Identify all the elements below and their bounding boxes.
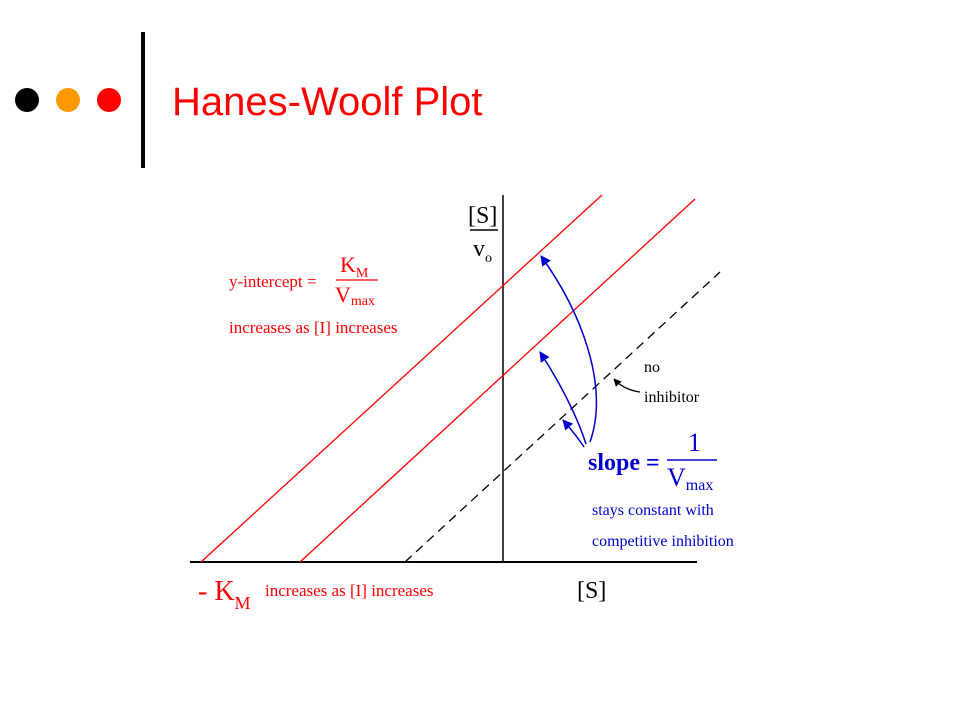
orange-bullet-dot [56,88,80,112]
slope-note-line2: competitive inhibition [592,533,734,550]
slope-numerator: 1 [688,428,701,457]
no-inhibitor-line [404,271,721,563]
y-intercept-label: y-intercept = [229,272,316,291]
red-bullet-dot [97,88,121,112]
title-divider [141,32,145,168]
y-axis-label-denominator: vo [473,236,492,266]
y-axis-label-numerator: [S] [468,203,497,229]
slide-title: Hanes-Woolf Plot [172,80,483,124]
no-inhibitor-label-line1: no [644,359,660,376]
slope-note-line1: stays constant with [592,502,714,519]
y-intercept-km: KM [340,252,369,281]
low-inhibitor-line [299,198,696,563]
black-bullet-dot [15,88,39,112]
high-inhibitor-line [200,194,603,563]
slope-label: slope = [588,450,660,476]
x-intercept-km: - KM [198,576,251,613]
slope-vmax: Vmax [667,463,713,494]
x-intercept-note: increases as [I] increases [265,581,434,600]
y-intercept-vmax: Vmax [335,282,375,309]
x-axis-label: [S] [577,578,606,604]
y-intercept-note: increases as [I] increases [229,318,398,337]
slope-arrow-to-no-inhibitor-line [562,419,585,448]
slope-arrow-to-high-line [540,255,598,443]
no-inhibitor-pointer-arrow [613,378,641,393]
slope-arrow-to-low-line [539,351,587,445]
slide-header: Hanes-Woolf Plot [0,0,960,180]
no-inhibitor-label-line2: inhibitor [644,389,700,406]
